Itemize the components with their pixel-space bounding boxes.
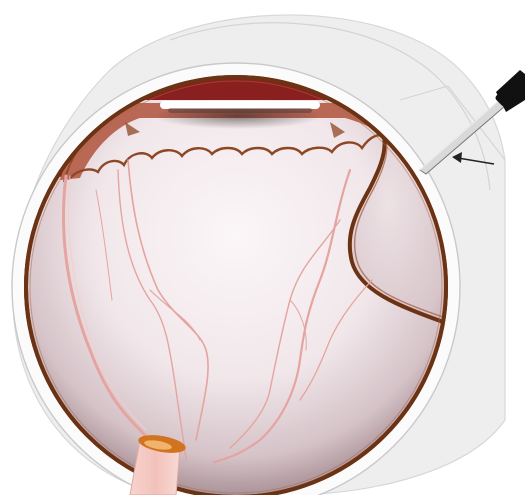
eye-diagram-svg [0,0,525,495]
eye-diagram [0,0,525,495]
